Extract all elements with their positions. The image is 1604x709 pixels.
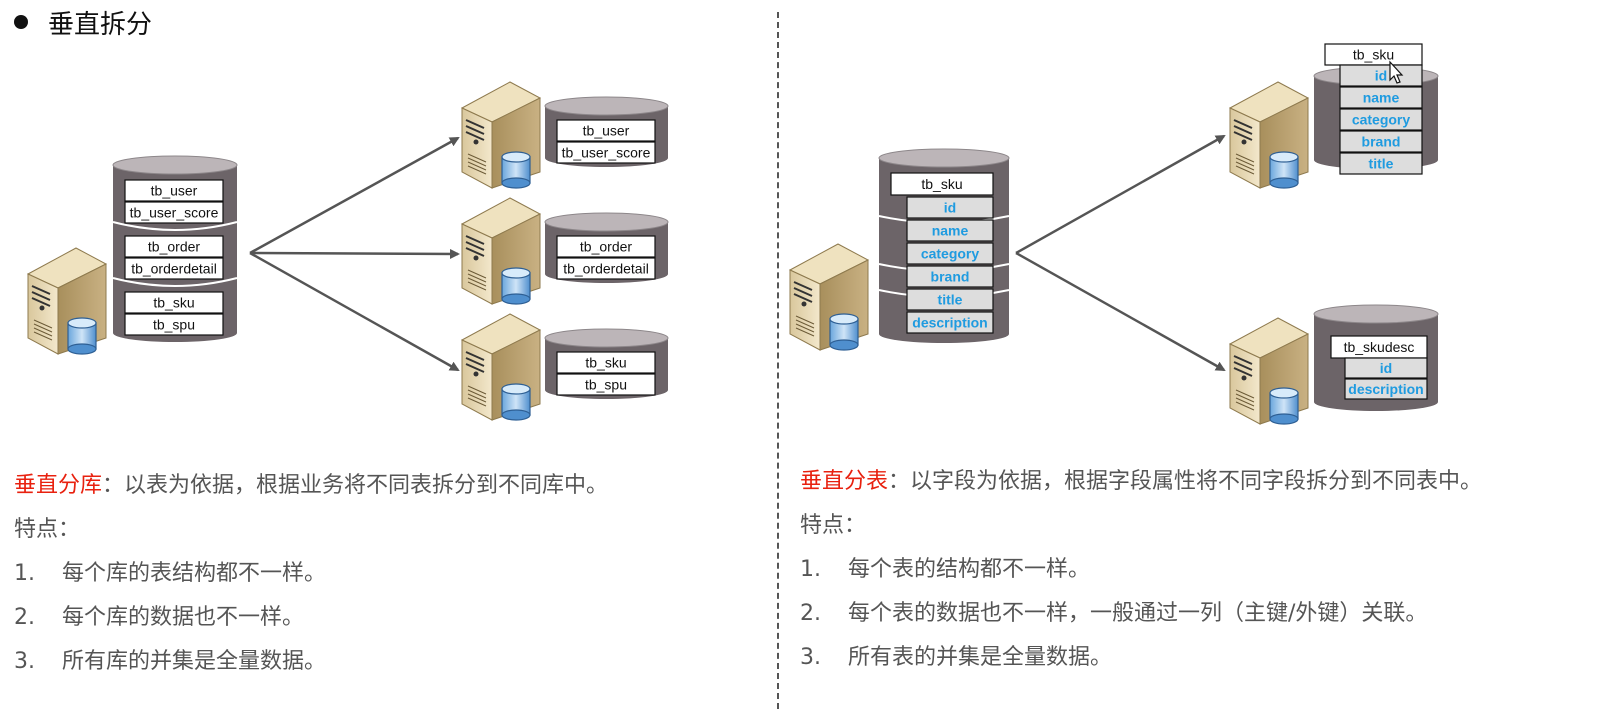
column-box-label: brand: [931, 269, 970, 285]
table-box: [556, 257, 656, 280]
column-box: [906, 196, 994, 219]
column-box-label: title: [1369, 156, 1394, 172]
left-feature-item: 3.所有库的并集是全量数据。: [14, 649, 327, 674]
db-icon: [67, 317, 97, 355]
section-divider: [777, 12, 779, 709]
target-databases-left: tb_user tb_user_score tb_order tb_orderdeta…: [460, 81, 669, 421]
table-box: [890, 172, 994, 196]
right-feature-item: 1.每个表的结构都不一样。: [800, 557, 1091, 582]
column-box-label: id: [944, 200, 956, 216]
split-arrows-left: [249, 136, 460, 372]
table-box-label: tb_user: [583, 123, 630, 139]
left-features-label: 特点：: [14, 517, 81, 542]
right-features-label: 特点：: [800, 513, 867, 538]
table-box-label: tb_sku: [1353, 47, 1394, 63]
column-box: [906, 242, 994, 265]
right-definition: 垂直分表：以字段为依据，根据字段属性将不同字段拆分到不同表中。: [800, 469, 1483, 494]
db-icon: [1269, 387, 1299, 425]
table-box-label: tb_spu: [585, 377, 627, 393]
left-feature-item: 1.每个库的表结构都不一样。: [14, 561, 327, 586]
table-box: [556, 141, 656, 164]
column-box-label: name: [932, 223, 969, 239]
db-icon: [829, 313, 859, 351]
server-icon: [26, 247, 108, 355]
column-box: [1339, 86, 1423, 109]
column-box-label: id: [1380, 360, 1392, 376]
table-box: [556, 235, 656, 258]
table-box: [556, 351, 656, 374]
table-box-label: tb_user_score: [562, 145, 651, 161]
column-box-label: category: [921, 246, 980, 262]
left-definition: 垂直分库：以表为依据，根据业务将不同表拆分到不同库中。: [14, 473, 609, 498]
column-box-label: description: [1348, 381, 1423, 397]
column-box: [1339, 152, 1423, 175]
db-icon: [1269, 151, 1299, 189]
column-box-label: brand: [1362, 134, 1401, 150]
column-box-label: name: [1363, 90, 1400, 106]
bullet-icon: [14, 15, 28, 29]
left-description: 垂直分库：以表为依据，根据业务将不同表拆分到不同库中。 特点： 1.每个库的表结…: [14, 464, 608, 684]
table-box-label: tb_sku: [153, 295, 194, 311]
table-box: [124, 291, 224, 314]
table-box-label: tb_user_score: [130, 205, 219, 221]
table-box-label: tb_spu: [153, 317, 195, 333]
table-box: [124, 257, 224, 280]
right-feature-item: 3.所有表的并集是全量数据。: [800, 645, 1113, 670]
db-icon: [501, 267, 531, 305]
table-box-label: tb_order: [148, 239, 200, 255]
column-box-label: description: [912, 315, 987, 331]
split-arrows-right: [1015, 134, 1226, 372]
table-box: [124, 201, 224, 224]
column-box: [906, 219, 994, 242]
server-icon: [460, 197, 542, 305]
db-icon: [501, 151, 531, 189]
column-box: [1344, 378, 1428, 400]
right-description: 垂直分表：以字段为依据，根据字段属性将不同字段拆分到不同表中。 特点： 1.每个…: [800, 460, 1482, 680]
left-feature-item: 2.每个库的数据也不一样。: [14, 605, 305, 630]
column-box: [1344, 357, 1428, 379]
mouse-cursor-icon: [1389, 60, 1404, 84]
page-title: 垂直拆分: [14, 4, 152, 41]
table-box: [556, 373, 656, 396]
column-box: [906, 288, 994, 311]
table-box-label: tb_orderdetail: [563, 261, 649, 277]
table-box: [124, 313, 224, 336]
table-box-label: tb_order: [580, 239, 632, 255]
table-box-label: tb_sku: [585, 355, 626, 371]
table-box: [124, 235, 224, 258]
column-box-label: id: [1375, 68, 1387, 84]
column-box: [1339, 108, 1423, 131]
table-box-label: tb_user: [151, 183, 198, 199]
server-icon: [1228, 81, 1310, 189]
table-box: [124, 179, 224, 202]
table-box-label: tb_skudesc: [1344, 339, 1415, 355]
db-icon: [501, 383, 531, 421]
database-cylinder-source: tb_user tb_user_score tb_order tb_orderdeta…: [112, 155, 238, 342]
column-box: [906, 265, 994, 288]
column-box-label: category: [1352, 112, 1411, 128]
column-box: [906, 311, 994, 334]
column-box-label: title: [938, 292, 963, 308]
server-icon: [1228, 317, 1310, 425]
server-icon: [788, 243, 870, 351]
server-icon: [460, 313, 542, 421]
column-box: [1339, 130, 1423, 153]
column-box: [1339, 64, 1423, 87]
server-icon: [460, 81, 542, 189]
right-feature-item: 2.每个表的数据也不一样，一般通过一列（主键/外键）关联。: [800, 601, 1428, 626]
table-box: [556, 119, 656, 142]
table-box-label: tb_sku: [921, 176, 962, 192]
table-box-label: tb_orderdetail: [131, 261, 217, 277]
